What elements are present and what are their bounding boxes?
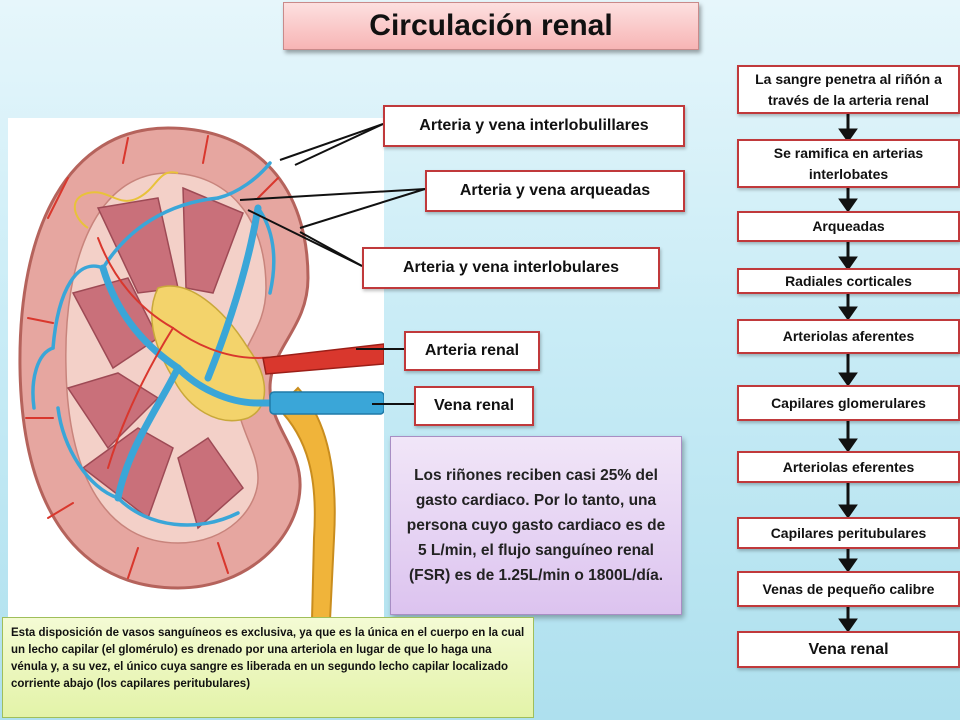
flow-step-3: Arqueadas — [737, 211, 960, 242]
note-text: Esta disposición de vasos sanguíneos es … — [11, 627, 525, 690]
flow-step-10: Vena renal — [737, 631, 960, 668]
info-box: Los riñones reciben casi 25% del gasto c… — [390, 436, 682, 615]
flow-step-8: Capilares peritubulares — [737, 517, 960, 549]
label-interlobulares: Arteria y vena interlobulares — [362, 247, 660, 289]
ureter — [276, 386, 336, 621]
page-title: Circulación renal — [283, 2, 699, 50]
flow-step-6: Capilares glomerulares — [737, 385, 960, 421]
flow-step-4: Radiales corticales — [737, 268, 960, 294]
info-text: Los riñones reciben casi 25% del gasto c… — [406, 467, 666, 584]
kidney-illustration — [8, 118, 388, 621]
kidney-drawing — [18, 126, 388, 621]
label-arteria-renal: Arteria renal — [404, 331, 540, 371]
renal-veins — [99, 204, 388, 502]
label-vena-renal: Vena renal — [414, 386, 534, 426]
flow-arrows — [838, 114, 858, 633]
label-arqueadas: Arteria y vena arqueadas — [425, 170, 685, 212]
label-interlobulillares: Arteria y vena interlobulillares — [383, 105, 685, 147]
flow-step-9: Venas de pequeño calibre — [737, 571, 960, 607]
flow-step-5: Arteriolas aferentes — [737, 319, 960, 354]
nephron — [73, 171, 179, 229]
flow-step-1: La sangre penetra al riñón a través de l… — [737, 65, 960, 114]
renal-arteries — [25, 135, 385, 579]
note-box: Esta disposición de vasos sanguíneos es … — [2, 617, 534, 718]
flow-step-2: Se ramifica en arterias interlobates — [737, 139, 960, 188]
flow-step-7: Arteriolas eferentes — [737, 451, 960, 483]
